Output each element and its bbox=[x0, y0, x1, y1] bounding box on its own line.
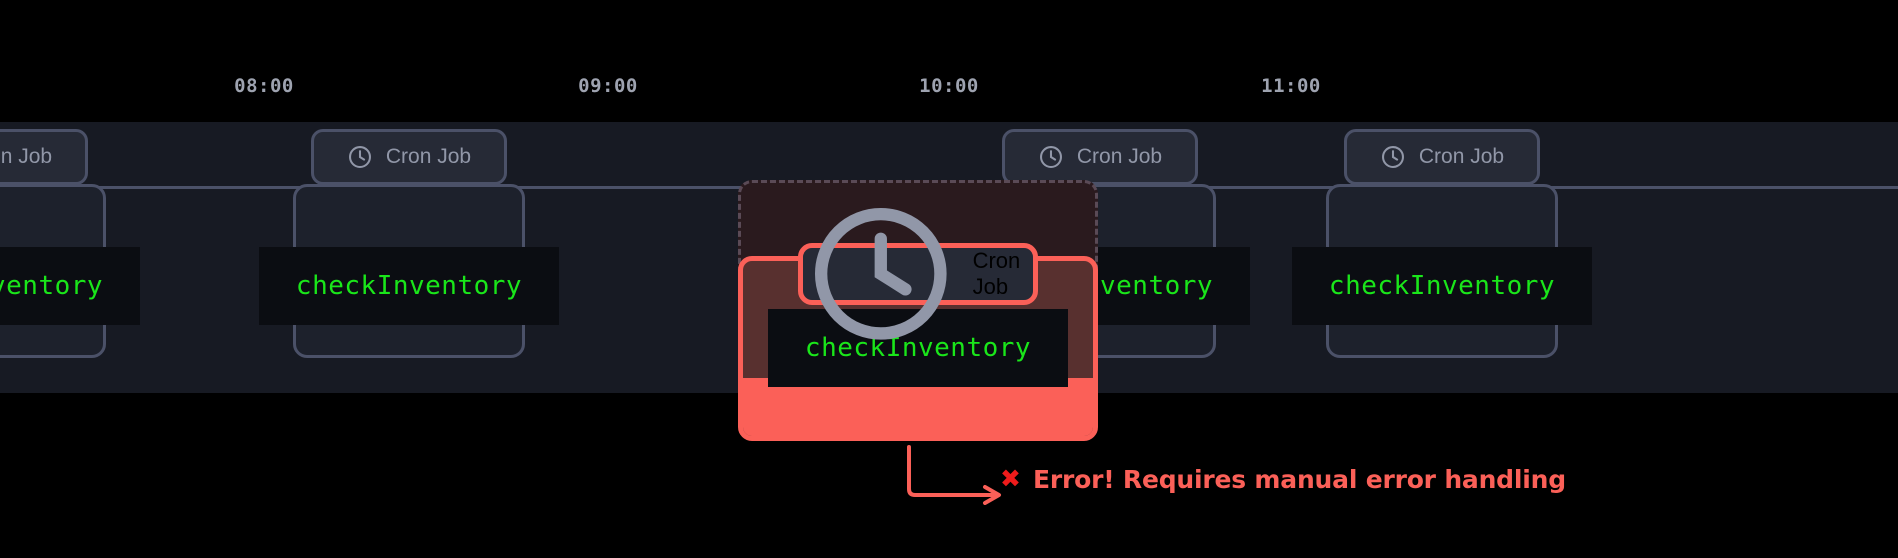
job-code-label-2: checkInventory bbox=[295, 271, 523, 301]
job-code-label-error: checkInventory bbox=[804, 333, 1032, 363]
job-code-box-4: checkInventory bbox=[1292, 247, 1592, 325]
cron-job-card-4[interactable]: Cron Job checkInventory bbox=[1292, 129, 1592, 358]
job-code-box-1: checkInventory bbox=[0, 247, 140, 325]
job-code-label-4: checkInventory bbox=[1328, 271, 1556, 301]
cron-job-pill-error[interactable]: Cron Job bbox=[798, 208, 1038, 340]
time-tick-1000: 10:00 bbox=[919, 75, 979, 97]
clock-icon bbox=[814, 208, 947, 340]
cron-job-pill-label-2: Cron Job bbox=[385, 145, 472, 168]
cron-job-pill-label-1: Cron Job bbox=[0, 145, 53, 168]
cron-job-pill-4[interactable]: Cron Job bbox=[1344, 129, 1540, 185]
job-code-box-2: checkInventory bbox=[259, 247, 559, 325]
cron-job-pill-1[interactable]: Cron Job bbox=[0, 129, 88, 185]
cron-job-pill-label-4: Cron Job bbox=[1418, 145, 1505, 168]
job-code-label-1: checkInventory bbox=[0, 271, 104, 301]
clock-icon bbox=[348, 146, 371, 168]
error-callout-arrow-icon bbox=[907, 445, 1001, 505]
time-tick-0800: 08:00 bbox=[234, 75, 294, 97]
clock-icon bbox=[1039, 146, 1062, 168]
cross-mark-icon: ✖ bbox=[1000, 465, 1021, 493]
time-ruler: 08:00 09:00 10:00 11:00 bbox=[0, 0, 1898, 122]
cron-job-pill-label-3: Cron Job bbox=[1076, 145, 1163, 168]
error-message-text: Error! Requires manual error handling bbox=[1032, 465, 1566, 494]
time-tick-0900: 09:00 bbox=[578, 75, 638, 97]
clock-icon bbox=[1381, 146, 1404, 168]
error-callout: ✖ Error! Requires manual error handling bbox=[1000, 465, 1566, 494]
cron-job-pill-3[interactable]: Cron Job bbox=[1002, 129, 1198, 185]
cron-job-pill-label-error: Cron Job bbox=[972, 248, 1021, 299]
cron-job-pill-2[interactable]: Cron Job bbox=[311, 129, 507, 185]
cron-job-card-2[interactable]: Cron Job checkInventory bbox=[259, 129, 559, 358]
time-tick-1100: 11:00 bbox=[1261, 75, 1321, 97]
cron-job-card-1[interactable]: Cron Job checkInventory bbox=[0, 129, 140, 358]
error-card-fill-bar bbox=[743, 378, 1093, 436]
